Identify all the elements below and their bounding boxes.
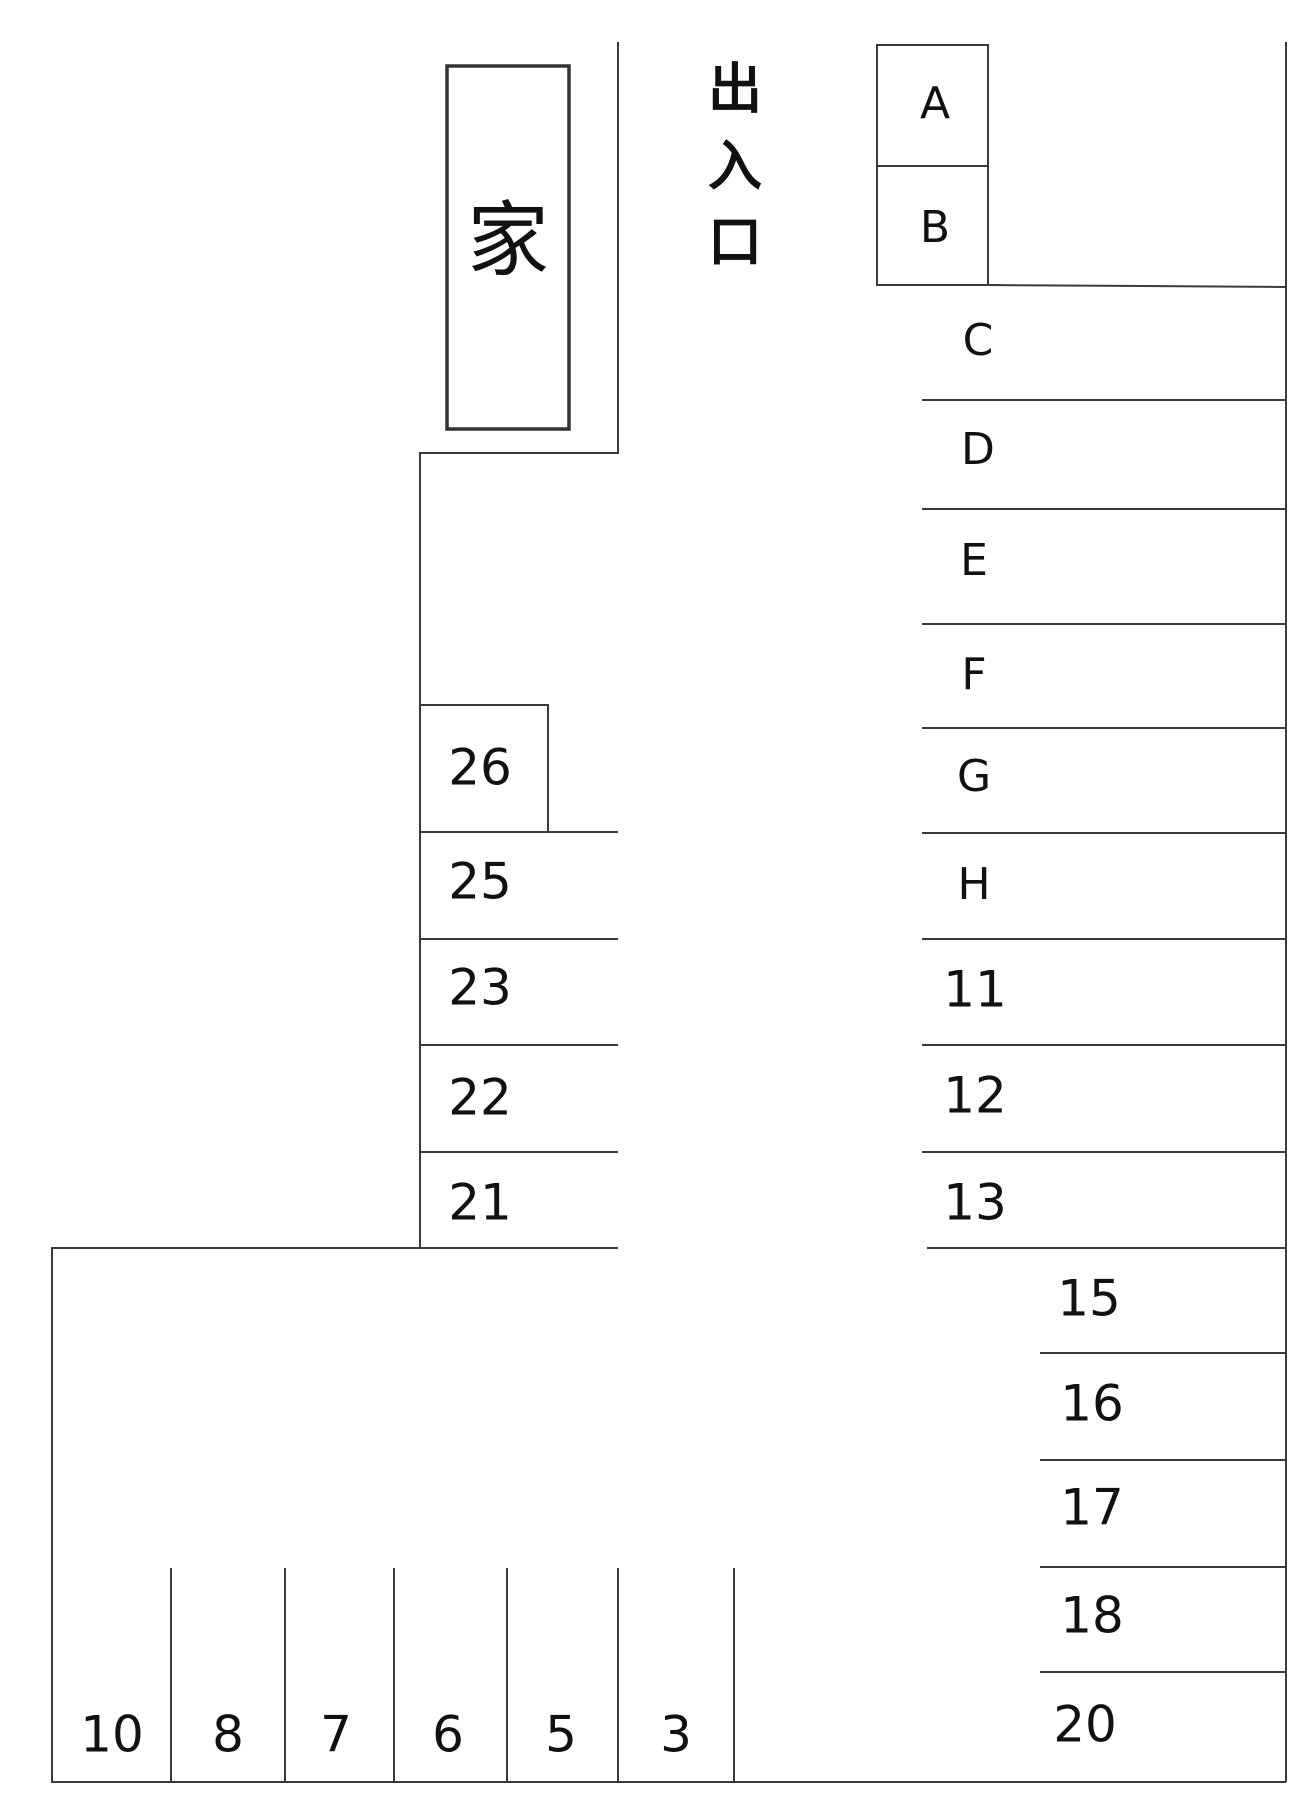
space-label-6: 6 <box>432 1706 464 1764</box>
space-label-F: F <box>961 649 986 700</box>
space-label-C: C <box>963 315 994 366</box>
space-label-7: 7 <box>320 1706 352 1764</box>
space-label-20: 20 <box>1053 1696 1117 1754</box>
space-label-11: 11 <box>943 961 1007 1019</box>
space-label-D: D <box>961 424 995 475</box>
house-block <box>445 64 571 431</box>
space-label-17: 17 <box>1060 1479 1124 1537</box>
space-label-10: 10 <box>80 1706 144 1764</box>
right-row-top-line <box>987 284 1287 288</box>
space-label-E: E <box>960 535 988 586</box>
house-label: 家 <box>467 193 549 288</box>
space-label-A: A <box>920 78 950 129</box>
space-label-5: 5 <box>545 1706 577 1764</box>
entrance-label: 出 入 口 <box>708 58 762 274</box>
space-label-16: 16 <box>1060 1375 1124 1433</box>
space-label-15: 15 <box>1057 1270 1121 1328</box>
space-26-box <box>420 704 549 832</box>
left-boundary-lower <box>51 1247 1286 1783</box>
space-label-13: 13 <box>943 1174 1007 1232</box>
space-label-12: 12 <box>943 1067 1007 1125</box>
space-label-25: 25 <box>448 853 512 911</box>
space-label-8: 8 <box>212 1706 244 1764</box>
space-label-22: 22 <box>448 1069 512 1127</box>
space-label-G: G <box>957 751 991 802</box>
space-label-23: 23 <box>448 959 512 1017</box>
space-label-21: 21 <box>448 1174 512 1232</box>
space-label-B: B <box>920 202 950 253</box>
space-label-H: H <box>957 859 990 910</box>
space-label-3: 3 <box>660 1706 692 1764</box>
entrance-char: 入 <box>708 135 762 198</box>
space-label-26: 26 <box>448 739 512 797</box>
entrance-char: 口 <box>708 211 762 274</box>
space-B-box <box>876 165 989 286</box>
entrance-char: 出 <box>708 58 762 121</box>
left-boundary-upper <box>419 42 619 1248</box>
space-label-18: 18 <box>1060 1587 1124 1645</box>
